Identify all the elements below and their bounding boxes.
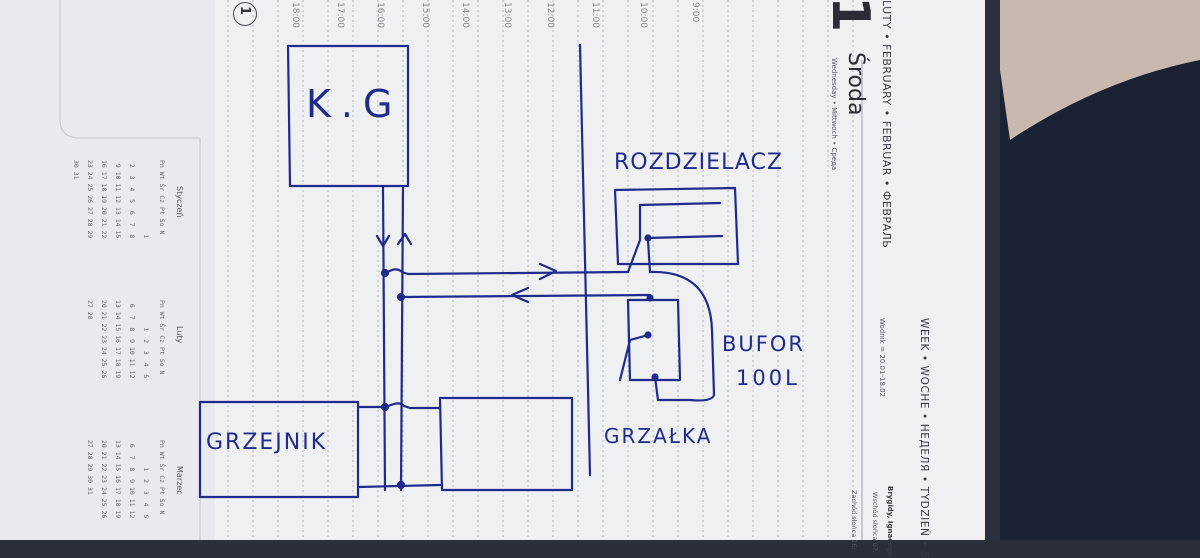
day-number: 1 (820, 0, 880, 33)
distributor-rail-top (638, 201, 722, 207)
mini-calendar-row: 1 2 3 4 5 (142, 440, 150, 519)
time-label: 18:00 (290, 2, 300, 28)
time-label: 15:00 (420, 2, 430, 28)
radiator-box-right (438, 396, 574, 492)
radiator-box-left (198, 400, 360, 499)
mini-calendar-row: 13 14 15 16 17 18 19 (114, 440, 122, 519)
time-label: 12:00 (545, 2, 555, 28)
distributor-riser (626, 203, 642, 274)
time-label: 13:00 (502, 2, 512, 28)
wall-line (578, 43, 592, 477)
mini-calendar-row: 27 28 (86, 300, 94, 320)
buffer-loop (648, 270, 716, 402)
arrow-up-icon (396, 232, 413, 246)
mini-calendar-header: Pn Wt Śr Cz Pt So N (158, 300, 166, 375)
time-label: 14:00 (460, 2, 470, 28)
time-label: 9:00 (690, 2, 700, 23)
junction-dot (380, 268, 390, 278)
skin-corner (990, 0, 1200, 140)
mini-calendar-row: 2 3 4 5 6 7 8 (128, 160, 136, 239)
buffer-label-1: BUFOR (722, 332, 805, 356)
mini-calendar-row: 23 24 25 26 27 28 29 (86, 160, 94, 239)
buffer-outlet (653, 375, 664, 402)
distributor-feed (646, 238, 652, 274)
radiator-top-pipe (356, 402, 442, 410)
arrow-left-icon (510, 286, 530, 304)
mini-calendar-row: 16 17 18 19 20 21 22 (100, 160, 108, 239)
week-header: WEEK • WOCHE • НЕДЕЛЯ • TYDZIEŃ • 5 (918, 318, 930, 558)
month-header: LUTY • FEBRUARY • FEBRUAR • ФЕВРАЛЬ (880, 0, 893, 249)
arrow-right-icon (538, 262, 558, 281)
names-day: Brygidy, Ignacego (886, 486, 894, 557)
mini-calendar-row: 20 21 22 23 24 25 26 (100, 440, 108, 519)
mini-calendar-header: Pn Wt Śr Cz Pt So N (158, 160, 166, 235)
week-detail: Wodnik ♒ 20.01-18.02 (878, 318, 886, 398)
sunset: Zachód słońca 16: (850, 490, 858, 550)
buffer-dot (646, 294, 654, 302)
radiator-bottom-pipe (356, 483, 442, 489)
mini-calendar-title: Marzec (175, 466, 184, 495)
mini-calendar-title: Styczeń (175, 186, 184, 218)
sunrise: Wschód słońca 07: (871, 492, 879, 554)
mini-calendar-row: 9 10 11 12 13 14 15 (114, 160, 122, 239)
boiler-box (286, 44, 410, 188)
distributor-rail-bottom (646, 234, 724, 240)
distributor-label: ROZDZIELACZ (614, 150, 783, 175)
pipe-from-buffer (399, 293, 652, 299)
arrow-down-icon (375, 234, 391, 248)
heater-label: GRZAŁKA (604, 424, 713, 448)
mini-calendar-row: 30 31 (72, 160, 80, 180)
mini-calendar-row: 1 (142, 160, 150, 239)
radiator-label: GRZEJNIK (206, 430, 328, 455)
pipe-to-distributor (383, 268, 630, 276)
supply-pipe (381, 184, 387, 492)
heater-element (618, 333, 650, 382)
left-page-fold (59, 0, 201, 540)
ruled-lines (227, 0, 854, 540)
day-name: Środa (843, 52, 868, 116)
mini-calendar-row: 1 2 3 4 5 (142, 300, 150, 379)
mini-calendar-row: 20 21 22 23 24 25 26 (100, 300, 108, 379)
mini-calendar-header: Pn Wt Śr Cz Pt So N (158, 440, 166, 515)
photo-scene (0, 0, 1200, 540)
day-subtitle: Wednesday • Mittwoch • Среда (830, 58, 838, 171)
time-label: 10:00 (638, 2, 648, 28)
time-label: 17:00 (335, 2, 345, 28)
sketch-drawing (198, 43, 740, 499)
left-page (0, 0, 215, 540)
side-number-badge (233, 2, 257, 26)
mini-calendar-row: 27 28 29 30 31 (86, 440, 94, 495)
mini-calendar-row: 6 7 8 9 10 11 12 (128, 440, 136, 519)
mini-calendar-row: 6 7 8 9 10 11 12 (128, 300, 136, 379)
time-label: 16:00 (375, 2, 385, 28)
time-label: 11:00 (590, 2, 600, 28)
junction-dot (396, 292, 406, 302)
buffer-box (626, 298, 682, 382)
boiler-label: K.G (306, 82, 403, 126)
distributor-box (613, 186, 740, 266)
side-number: 1 (237, 6, 252, 16)
buffer-label-2: 100L (736, 366, 800, 390)
mini-calendar-title: Luty (175, 326, 184, 344)
mini-calendar-row: 13 14 15 16 17 18 19 (114, 300, 122, 379)
